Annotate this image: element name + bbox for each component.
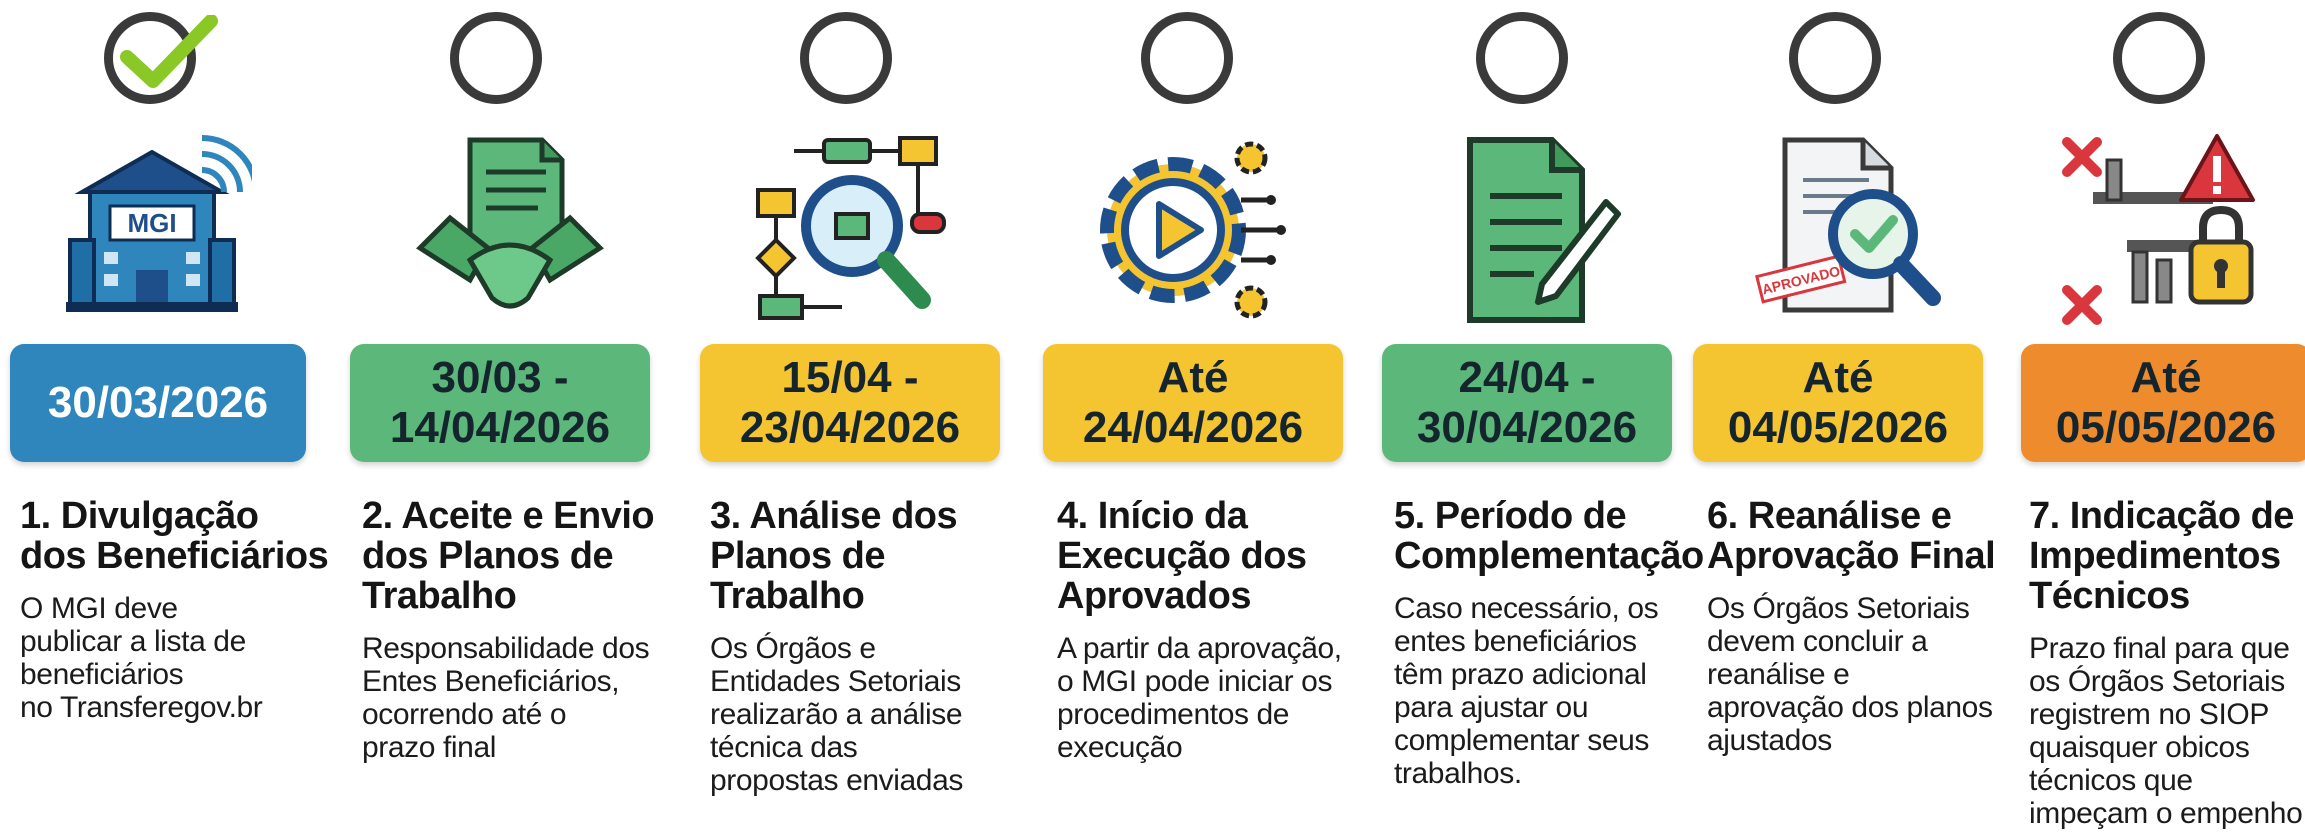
step-5: 24/04 - 30/04/2026 5. Período de Complem… [1380, 0, 1704, 837]
date-badge: 30/03/2026 [10, 344, 306, 462]
step-title: 7. Indicação de Impedimentos Técnicos [2029, 495, 2294, 617]
pending-circle-icon [2113, 12, 2205, 104]
date-badge: Até 24/04/2026 [1043, 344, 1343, 462]
svg-text:MGI: MGI [127, 208, 176, 238]
step-title: 3. Análise dos Planos de Trabalho [710, 495, 958, 617]
step-description: A partir da aprovação, o MGI pode inicia… [1057, 632, 1342, 764]
step-title: 5. Período de Complementação [1394, 495, 1704, 577]
date-label: 24/04 - 30/04/2026 [1416, 353, 1638, 452]
date-badge: Até 05/05/2026 [2021, 344, 2305, 462]
step-description: Prazo final para que os Órgãos Setoriais… [2029, 632, 2303, 830]
step-title: 6. Reanálise e Aprovação Final [1707, 495, 1996, 577]
step-title: 4. Início da Execução dos Aprovados [1057, 495, 1307, 617]
step-description: Os Órgãos e Entidades Setoriais realizar… [710, 632, 963, 797]
date-badge: 15/04 - 23/04/2026 [700, 344, 1000, 462]
blocked-construction-warning-lock-icon [2057, 130, 2257, 330]
flowchart-magnifier-icon [752, 130, 952, 330]
date-label: Até 05/05/2026 [2055, 353, 2277, 452]
step-description: Caso necessário, os entes beneficiários … [1394, 592, 1659, 790]
step-4: Até 24/04/2026 4. Início da Execução dos… [1035, 0, 1370, 837]
approved-document-magnifier-icon: APROVADO [1745, 130, 1945, 330]
handshake-document-icon [410, 130, 610, 330]
date-badge: 30/03 - 14/04/2026 [350, 344, 650, 462]
date-label: Até 24/04/2026 [1082, 353, 1304, 452]
step-title: 1. Divulgação dos Beneficiários [20, 495, 329, 577]
gear-play-icon [1091, 130, 1291, 330]
step-3: 15/04 - 23/04/2026 3. Análise dos Planos… [690, 0, 1020, 837]
step-description: O MGI deve publicar a lista de beneficiá… [20, 592, 263, 724]
pending-circle-icon [1789, 12, 1881, 104]
pending-circle-icon [450, 12, 542, 104]
date-label: 15/04 - 23/04/2026 [739, 353, 961, 452]
date-badge: 24/04 - 30/04/2026 [1382, 344, 1672, 462]
completed-check-icon [104, 12, 218, 104]
date-badge: Até 04/05/2026 [1693, 344, 1983, 462]
pending-circle-icon [1476, 12, 1568, 104]
government-building-wifi-icon: MGI [52, 130, 259, 330]
document-pencil-icon [1430, 130, 1630, 330]
step-2: 30/03 - 14/04/2026 2. Aceite e Envio dos… [340, 0, 680, 837]
pending-circle-icon [800, 12, 892, 104]
date-label: Até 04/05/2026 [1727, 353, 1949, 452]
date-label: 30/03 - 14/04/2026 [389, 353, 611, 452]
step-7: Até 05/05/2026 7. Indicação de Impedimen… [2015, 0, 2305, 837]
step-description: Os Órgãos Setoriais devem concluir a rea… [1707, 592, 1993, 757]
step-description: Responsabilidade dos Entes Beneficiários… [362, 632, 650, 764]
check-mark-icon [120, 15, 218, 88]
step-6: APROVADO Até 04/05/2026 6. Reanálise e A… [1693, 0, 2005, 837]
pending-circle-icon [1141, 12, 1233, 104]
step-1: MGI 30/03/2026 1. Divulgação dos Benefic… [0, 0, 329, 837]
date-label: 30/03/2026 [47, 378, 269, 427]
step-title: 2. Aceite e Envio dos Planos de Trabalho [362, 495, 655, 617]
